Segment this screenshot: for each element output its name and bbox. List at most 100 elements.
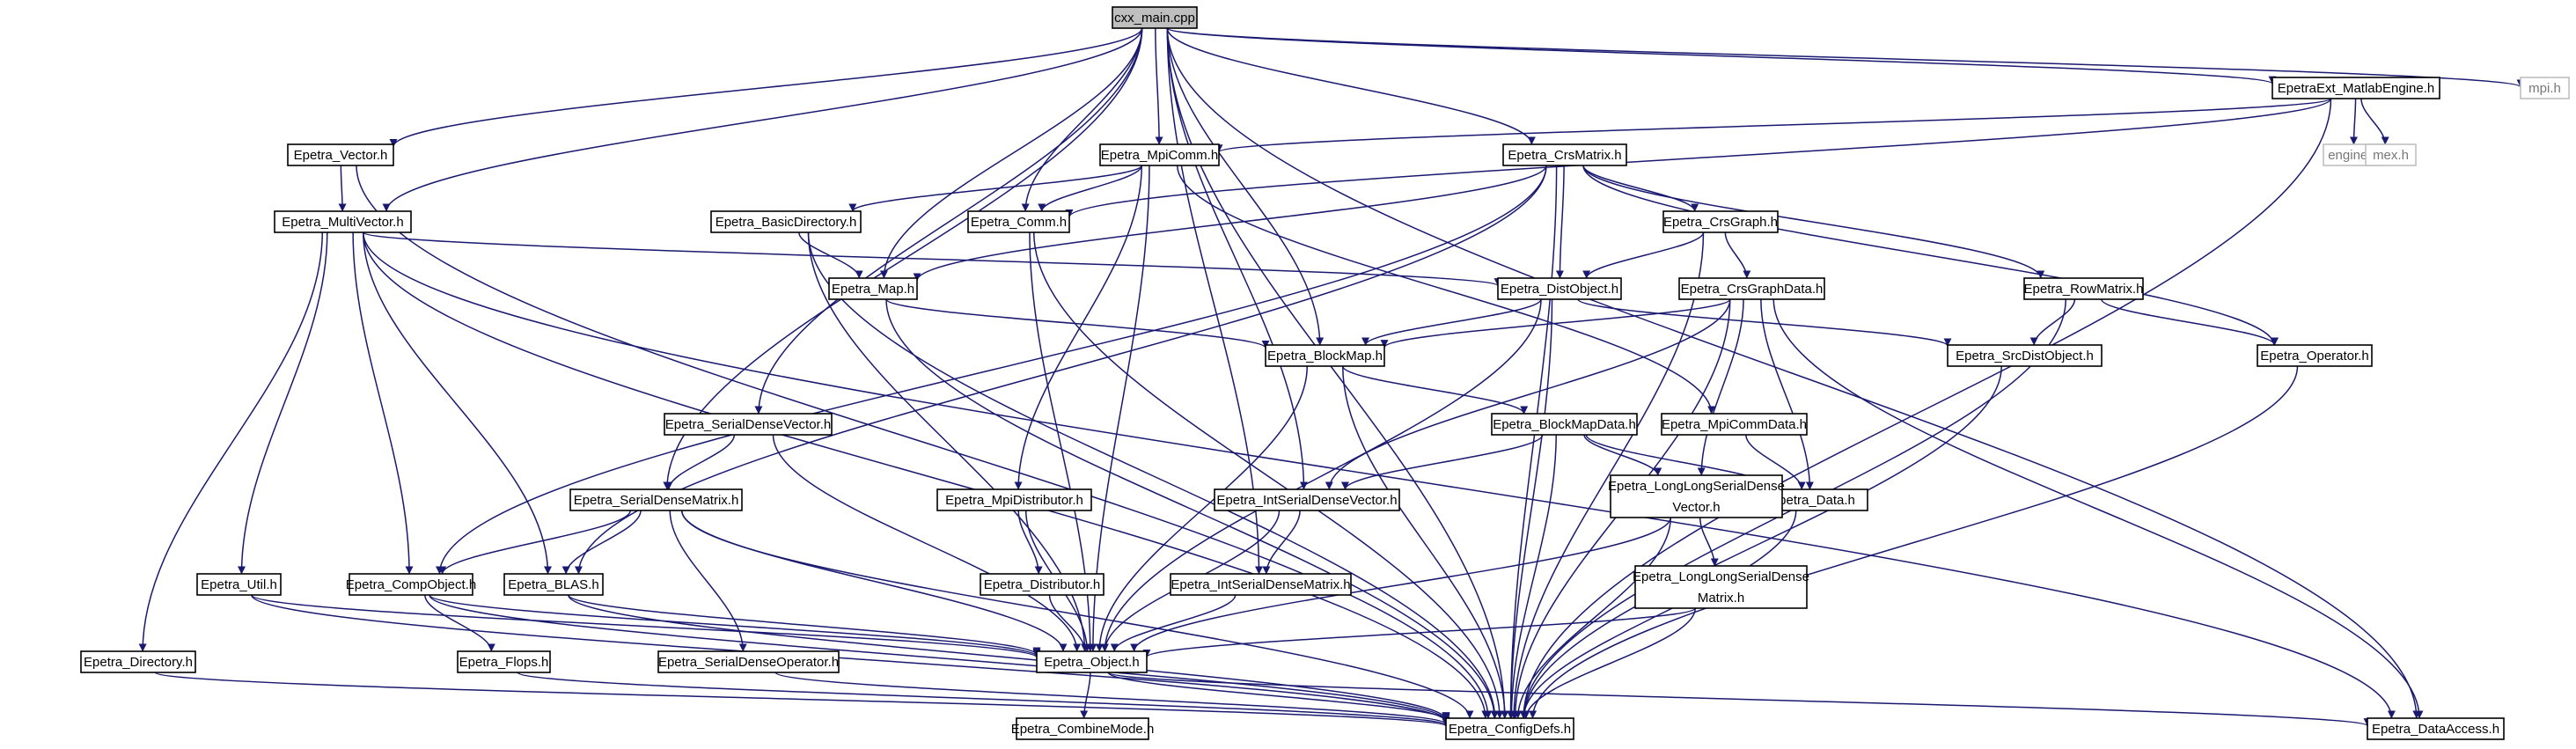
edge-MpiComm-to-MpiDistributor bbox=[1014, 165, 1142, 490]
edge-BLAS-to-Object bbox=[568, 594, 1041, 656]
edge-MultiVector-to-BLAS bbox=[363, 231, 552, 575]
node-CrsMatrix[interactable]: Epetra_CrsMatrix.h bbox=[1502, 143, 1627, 166]
edge-Util-to-ConfigDefs bbox=[251, 594, 1450, 723]
edge-CrsMatrix-to-CompObject bbox=[436, 165, 1547, 575]
edge-IntSerialDenseVector-to-IntSerialDenseMatrix bbox=[1262, 510, 1301, 575]
node-box bbox=[664, 413, 833, 436]
edge-CrsMatrix-to-DistObject bbox=[1555, 165, 1565, 279]
edge-MatlabEngine-to-Comm bbox=[1065, 98, 2332, 218]
node-label: Epetra_CrsMatrix.h bbox=[1508, 148, 1621, 163]
node-box bbox=[828, 277, 918, 300]
node-MpiDistributor[interactable]: Epetra_MpiDistributor.h bbox=[936, 488, 1092, 511]
node-box bbox=[569, 488, 743, 511]
edge-MultiVector-to-CompObject bbox=[352, 231, 414, 575]
edge-BlockMapData-to-LongLongSerialDenseVector bbox=[1583, 434, 1662, 476]
edge-CrsGraph-to-ConfigDefs bbox=[1509, 231, 1705, 719]
node-label: Epetra_Directory.h bbox=[84, 655, 193, 670]
node-Operator[interactable]: Epetra_Operator.h bbox=[2257, 344, 2373, 367]
edge-SerialDenseVector-to-Object bbox=[772, 434, 1082, 652]
edge-Object-to-ConfigDefs bbox=[1107, 672, 1450, 721]
edge-RowMatrix-to-Operator bbox=[2101, 298, 2279, 346]
node-MpiComm[interactable]: Epetra_MpiComm.h bbox=[1099, 143, 1220, 166]
node-box bbox=[2023, 277, 2144, 300]
node-Object[interactable]: Epetra_Object.h bbox=[1036, 650, 1148, 673]
edge-MatlabEngine-to-MpiComm bbox=[1215, 98, 2332, 153]
node-DistObject[interactable]: Epetra_DistObject.h bbox=[1497, 277, 1622, 300]
edge-BlockMap-to-BlockMapData bbox=[1342, 365, 1529, 415]
node-label: Epetra_BlockMapData.h bbox=[1493, 417, 1636, 432]
node-MpiCommData[interactable]: Epetra_MpiCommData.h bbox=[1661, 413, 1808, 436]
node-MultiVector[interactable]: Epetra_MultiVector.h bbox=[274, 210, 412, 233]
node-Comm[interactable]: Epetra_Comm.h bbox=[967, 210, 1070, 233]
node-SerialDenseVector[interactable]: Epetra_SerialDenseVector.h bbox=[664, 413, 833, 436]
node-Vector[interactable]: Epetra_Vector.h bbox=[287, 143, 394, 166]
node-label: Epetra_Object.h bbox=[1044, 655, 1139, 670]
node-label: Epetra_LongLongSerialDense bbox=[1633, 569, 1809, 584]
node-Distributor[interactable]: Epetra_Distributor.h bbox=[980, 573, 1105, 596]
node-SerialDenseMatrix[interactable]: Epetra_SerialDenseMatrix.h bbox=[569, 488, 743, 511]
edge-SerialDenseMatrix-to-CompObject bbox=[438, 510, 631, 575]
node-label: Epetra_LongLongSerialDense bbox=[1608, 479, 1785, 494]
node-RowMatrix[interactable]: Epetra_RowMatrix.h bbox=[2023, 277, 2144, 300]
edge-Util-to-Object bbox=[251, 594, 1041, 658]
node-CompObject[interactable]: Epetra_CompObject.h bbox=[346, 573, 476, 596]
node-label: Epetra_BlockMap.h bbox=[1267, 349, 1383, 363]
node-DataAccess[interactable]: Epetra_DataAccess.h bbox=[2367, 717, 2505, 740]
node-ConfigDefs[interactable]: Epetra_ConfigDefs.h bbox=[1445, 717, 1574, 740]
node-label: Epetra_BasicDirectory.h bbox=[716, 215, 857, 230]
node-box bbox=[1016, 717, 1149, 740]
node-CrsGraph[interactable]: Epetra_CrsGraph.h bbox=[1662, 210, 1779, 233]
node-Directory[interactable]: Epetra_Directory.h bbox=[80, 650, 196, 673]
node-label: Epetra_DistObject.h bbox=[1501, 282, 1618, 297]
node-box bbox=[1634, 565, 1808, 609]
edge-MpiCommData-to-Data bbox=[1745, 434, 1806, 490]
edge-cxx_main-to-CrsMatrix bbox=[1166, 27, 1536, 145]
node-label: Epetra_MpiComm.h bbox=[1101, 148, 1218, 163]
edge-cxx_main-to-Comm bbox=[1021, 27, 1143, 212]
node-label: Matrix.h bbox=[1698, 591, 1744, 606]
node-BlockMapData[interactable]: Epetra_BlockMapData.h bbox=[1491, 413, 1638, 436]
edge-SerialDenseMatrix-to-BLAS bbox=[561, 510, 642, 575]
node-cxx_main[interactable]: cxx_main.cpp bbox=[1112, 6, 1198, 29]
node-CrsGraphData[interactable]: Epetra_CrsGraphData.h bbox=[1678, 277, 1825, 300]
node-label: Epetra_CrsGraph.h bbox=[1663, 215, 1778, 230]
node-BLAS[interactable]: Epetra_BLAS.h bbox=[503, 573, 604, 596]
node-label: Epetra_Comm.h bbox=[971, 215, 1067, 230]
node-SrcDistObject[interactable]: Epetra_SrcDistObject.h bbox=[1947, 344, 2103, 367]
node-IntSerialDenseVector[interactable]: Epetra_IntSerialDenseVector.h bbox=[1214, 488, 1400, 511]
node-BasicDirectory[interactable]: Epetra_BasicDirectory.h bbox=[710, 210, 862, 233]
node-label: mpi.h bbox=[2528, 81, 2561, 96]
edge-cxx_main-to-MultiVector bbox=[382, 27, 1143, 212]
edge-CrsMatrix-to-Operator bbox=[1582, 165, 2279, 346]
node-box bbox=[1214, 488, 1400, 511]
node-box bbox=[1036, 650, 1148, 673]
node-SerialDenseOperator[interactable]: Epetra_SerialDenseOperator.h bbox=[657, 650, 840, 673]
edge-LongLongSerialDenseMatrix-to-Object bbox=[1142, 607, 1696, 658]
node-box bbox=[1661, 413, 1808, 436]
node-label: Epetra_Util.h bbox=[201, 577, 277, 592]
node-BlockMap[interactable]: Epetra_BlockMap.h bbox=[1265, 344, 1385, 367]
node-box bbox=[457, 650, 551, 673]
edge-DistObject-to-ConfigDefs bbox=[1507, 298, 1553, 719]
edge-CrsGraphData-to-IntSerialDenseVector bbox=[1325, 298, 1731, 490]
node-Map[interactable]: Epetra_Map.h bbox=[828, 277, 918, 300]
node-label: Epetra_BLAS.h bbox=[508, 577, 598, 592]
node-CombineMode[interactable]: Epetra_CombineMode.h bbox=[1011, 717, 1155, 740]
node-label: Epetra_SerialDenseMatrix.h bbox=[574, 493, 739, 508]
node-mex[interactable]: mex.h bbox=[2365, 143, 2417, 166]
node-Util[interactable]: Epetra_Util.h bbox=[196, 573, 282, 596]
node-mpi[interactable]: mpi.h bbox=[2520, 77, 2570, 99]
edge-cxx_main-to-MatlabEngine bbox=[1166, 27, 2277, 84]
edge-MatlabEngine-to-mex bbox=[2360, 98, 2389, 145]
node-box bbox=[1497, 277, 1622, 300]
node-MatlabEngine[interactable]: EpetraExt_MatlabEngine.h bbox=[2271, 77, 2440, 99]
edge-DistObject-to-Object bbox=[1100, 298, 1542, 652]
node-IntSerialDenseMatrix[interactable]: Epetra_IntSerialDenseMatrix.h bbox=[1170, 573, 1352, 596]
node-box bbox=[657, 650, 840, 673]
node-Flops[interactable]: Epetra_Flops.h bbox=[457, 650, 551, 673]
node-label: Epetra_CombineMode.h bbox=[1011, 722, 1155, 737]
node-label: Epetra_IntSerialDenseVector.h bbox=[1216, 493, 1397, 508]
